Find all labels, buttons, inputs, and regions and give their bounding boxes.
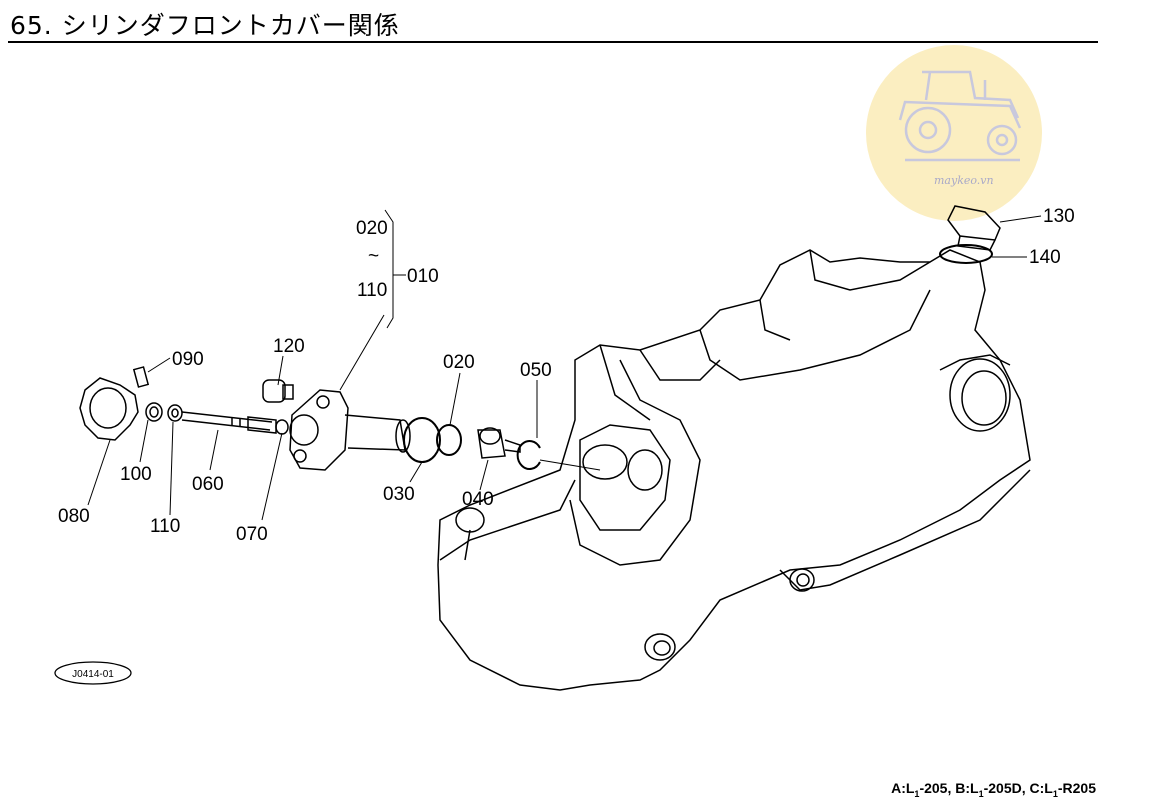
- callout-140: 140: [1029, 247, 1061, 268]
- callout-100: 100: [120, 464, 152, 485]
- part-020-oring: [436, 424, 462, 456]
- part-110-ring: [167, 404, 183, 422]
- part-050-snap-ring: [516, 440, 541, 470]
- callout-020-group: 020: [356, 218, 388, 239]
- part-130-filler-plug: [947, 205, 1001, 251]
- page-title: 65. シリンダフロントカバー関係: [10, 11, 400, 40]
- watermark-logo: maykeo.vn: [866, 45, 1042, 221]
- part-060-shaft: [181, 411, 277, 434]
- watermark-text: maykeo.vn: [934, 174, 994, 187]
- part-080-knob: [79, 377, 139, 441]
- callout-040: 040: [462, 489, 494, 510]
- model-applicability-note: A:L1-205, B:L1-205D, C:L1-R205: [891, 780, 1096, 799]
- callout-110-group: 110: [357, 280, 387, 301]
- callout-tilde: ~: [368, 246, 379, 267]
- callout-090: 090: [172, 349, 204, 370]
- part-120-plug: [262, 379, 294, 403]
- cylinder-housing: [437, 249, 1031, 691]
- drawing-code: J0414-01: [72, 669, 114, 680]
- part-070-oring: [275, 419, 289, 435]
- callout-110: 110: [150, 516, 180, 537]
- callout-020: 020: [443, 352, 475, 373]
- tractor-icon: [898, 70, 1022, 162]
- callout-030: 030: [383, 484, 415, 505]
- drawing-code-badge: J0414-01: [54, 661, 132, 685]
- callout-050: 050: [520, 360, 552, 381]
- callout-070: 070: [236, 524, 268, 545]
- part-010-cover: [289, 389, 411, 471]
- leader-lines: [87, 209, 1042, 521]
- title-rule: [8, 41, 1098, 43]
- callout-130: 130: [1043, 206, 1075, 227]
- callout-120: 120: [273, 336, 305, 357]
- part-090-pin: [132, 366, 150, 388]
- callout-060: 060: [192, 474, 224, 495]
- part-100-washer: [145, 402, 163, 422]
- callout-010: 010: [407, 266, 439, 287]
- part-140-gasket: [939, 244, 993, 264]
- part-040-valve: [477, 427, 521, 459]
- callout-080: 080: [58, 506, 90, 527]
